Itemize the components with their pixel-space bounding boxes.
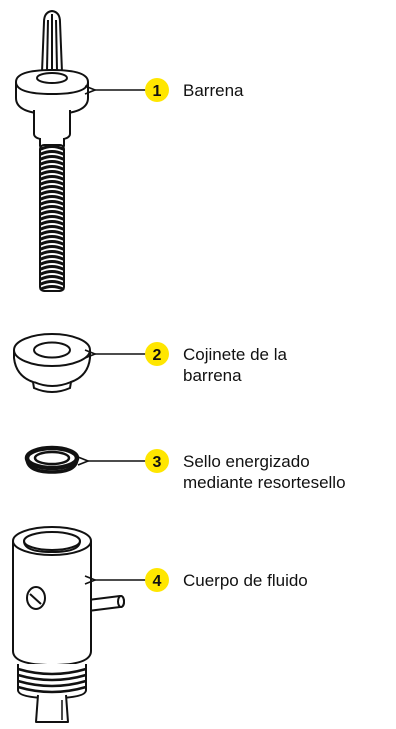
thread-coil [39, 170, 65, 176]
thread-coil [39, 160, 65, 166]
thread-coil [39, 210, 65, 216]
badge-4: 4 [145, 568, 169, 592]
label-part-2: Cojinete de la barrena [183, 344, 287, 386]
label-part-3-line2: mediante resortesello [183, 473, 346, 492]
thread-coil [39, 180, 65, 186]
thread-coil [39, 145, 65, 151]
badge-3-number: 3 [153, 454, 162, 471]
thread-coil [39, 280, 65, 286]
thread-coil [39, 215, 65, 221]
badge-1: 1 [145, 78, 169, 102]
thread-coil [39, 175, 65, 181]
thread-coil [39, 200, 65, 206]
label-part-1: Barrena [183, 80, 243, 101]
thread-coil [39, 240, 65, 246]
badge-3: 3 [145, 449, 169, 473]
auger-thread-coils [39, 145, 65, 291]
bearing-part [13, 333, 91, 393]
label-part-1-line1: Barrena [183, 81, 244, 100]
badge-4-number: 4 [153, 573, 162, 590]
thread-coil [39, 155, 65, 161]
badge-1-number: 1 [153, 83, 162, 100]
label-part-4-line1: Cuerpo de fluido [183, 571, 308, 590]
badge-2-number: 2 [153, 347, 162, 364]
thread-coil [39, 205, 65, 211]
thread-coil [39, 150, 65, 156]
label-part-3: Sello energizado mediante resortesello [183, 451, 346, 493]
thread-coil [39, 230, 65, 236]
seal-part [24, 445, 80, 474]
label-part-2-line1: Cojinete de la [183, 345, 287, 364]
thread-coil [39, 275, 65, 281]
thread-coil [39, 255, 65, 261]
badge-2: 2 [145, 342, 169, 366]
thread-coil [39, 165, 65, 171]
thread-coil [39, 285, 65, 291]
thread-coil [39, 225, 65, 231]
thread-coil [39, 220, 65, 226]
thread-coil [39, 190, 65, 196]
label-part-2-line2: barrena [183, 366, 242, 385]
thread-coil [39, 250, 65, 256]
thread-coil [39, 265, 65, 271]
fluid-body-threads [17, 664, 87, 699]
thread-coil [39, 270, 65, 276]
thread-coil [39, 185, 65, 191]
fluid-body-part [12, 526, 125, 723]
thread-coil [39, 260, 65, 266]
thread-coil [39, 245, 65, 251]
label-part-4: Cuerpo de fluido [183, 570, 308, 591]
thread-coil [39, 235, 65, 241]
thread-coil [39, 195, 65, 201]
label-part-3-line1: Sello energizado [183, 452, 310, 471]
